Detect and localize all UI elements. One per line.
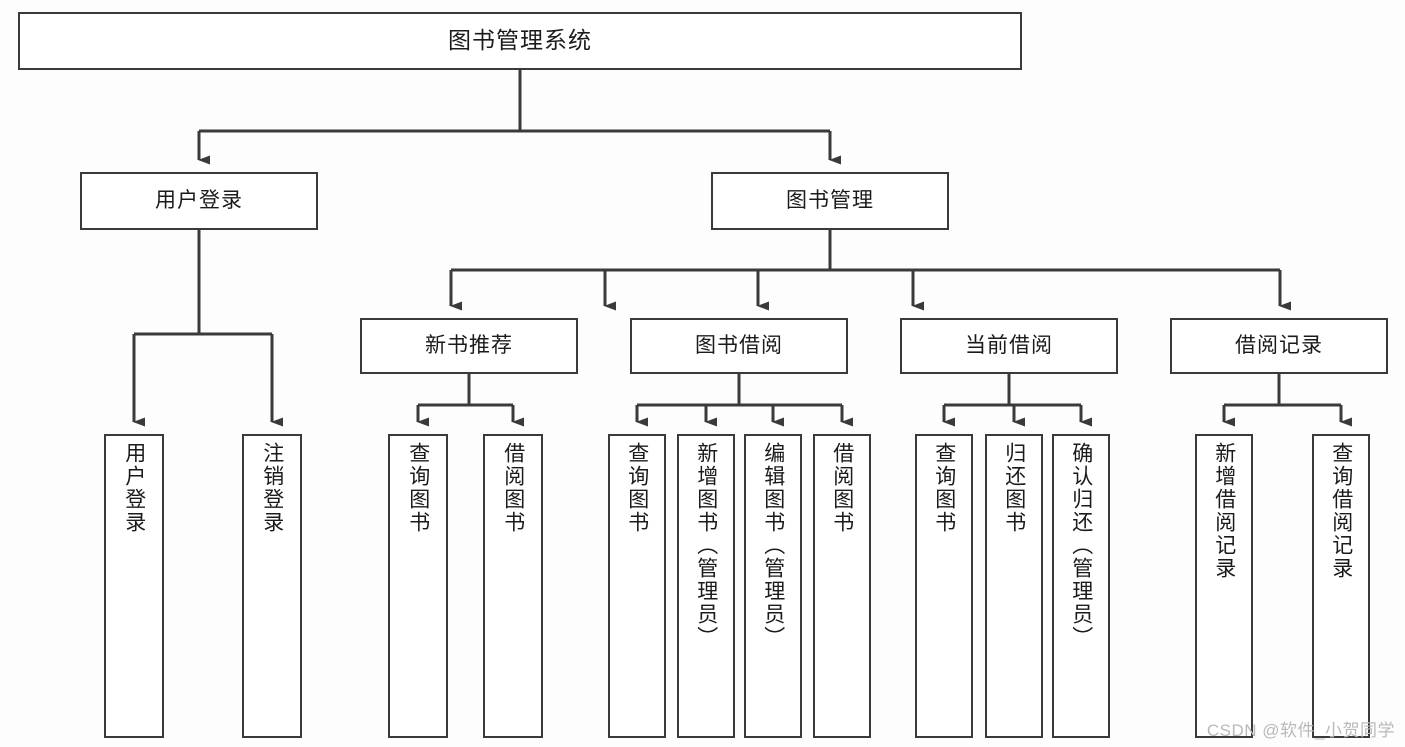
node-borrow-record-label: 借阅记录: [1235, 333, 1323, 357]
leaf-label: 查询图书: [406, 442, 430, 534]
node-book-management-label: 图书管理: [786, 188, 874, 212]
leaf-record-query-record[interactable]: 查询借阅记录: [1312, 434, 1370, 738]
leaf-label: 编辑图书（管理员）: [761, 442, 785, 649]
node-new-book-recommend[interactable]: 新书推荐: [360, 318, 578, 374]
node-book-management[interactable]: 图书管理: [711, 172, 949, 230]
node-user-login[interactable]: 用户登录: [80, 172, 318, 230]
leaf-label: 确认归还（管理员）: [1069, 442, 1093, 649]
leaf-current-return-book[interactable]: 归还图书: [985, 434, 1043, 738]
leaf-recommend-query-book[interactable]: 查询图书: [388, 434, 448, 738]
leaf-borrow-borrow-book[interactable]: 借阅图书: [813, 434, 871, 738]
node-root-label: 图书管理系统: [448, 27, 592, 54]
leaf-label: 查询图书: [625, 442, 649, 534]
node-book-borrow-label: 图书借阅: [695, 333, 783, 357]
leaf-label: 新增图书（管理员）: [694, 442, 718, 649]
node-root[interactable]: 图书管理系统: [18, 12, 1022, 70]
node-book-borrow[interactable]: 图书借阅: [630, 318, 848, 374]
leaf-label: 查询借阅记录: [1329, 442, 1353, 580]
leaf-label: 查询图书: [932, 442, 956, 534]
leaf-user-login-signin[interactable]: 用户登录: [104, 434, 164, 738]
leaf-recommend-borrow-book[interactable]: 借阅图书: [483, 434, 543, 738]
leaf-current-confirm-return-admin[interactable]: 确认归还（管理员）: [1052, 434, 1110, 738]
node-borrow-record[interactable]: 借阅记录: [1170, 318, 1388, 374]
leaf-borrow-edit-book-admin[interactable]: 编辑图书（管理员）: [744, 434, 802, 738]
node-current-borrow-label: 当前借阅: [965, 333, 1053, 357]
leaf-label: 新增借阅记录: [1212, 442, 1236, 580]
leaf-label: 借阅图书: [830, 442, 854, 534]
leaf-label: 用户登录: [122, 442, 146, 534]
leaf-label: 注销登录: [260, 442, 284, 534]
leaf-borrow-add-book-admin[interactable]: 新增图书（管理员）: [677, 434, 735, 738]
leaf-label: 归还图书: [1002, 442, 1026, 534]
node-current-borrow[interactable]: 当前借阅: [900, 318, 1118, 374]
leaf-record-add-record[interactable]: 新增借阅记录: [1195, 434, 1253, 738]
leaf-label: 借阅图书: [501, 442, 525, 534]
leaf-borrow-query-book[interactable]: 查询图书: [608, 434, 666, 738]
leaf-user-login-signout[interactable]: 注销登录: [242, 434, 302, 738]
leaf-current-query-book[interactable]: 查询图书: [915, 434, 973, 738]
csdn-watermark: CSDN @软件_小贺同学: [1206, 721, 1395, 740]
node-user-login-label: 用户登录: [155, 188, 243, 212]
node-new-book-recommend-label: 新书推荐: [425, 333, 513, 357]
